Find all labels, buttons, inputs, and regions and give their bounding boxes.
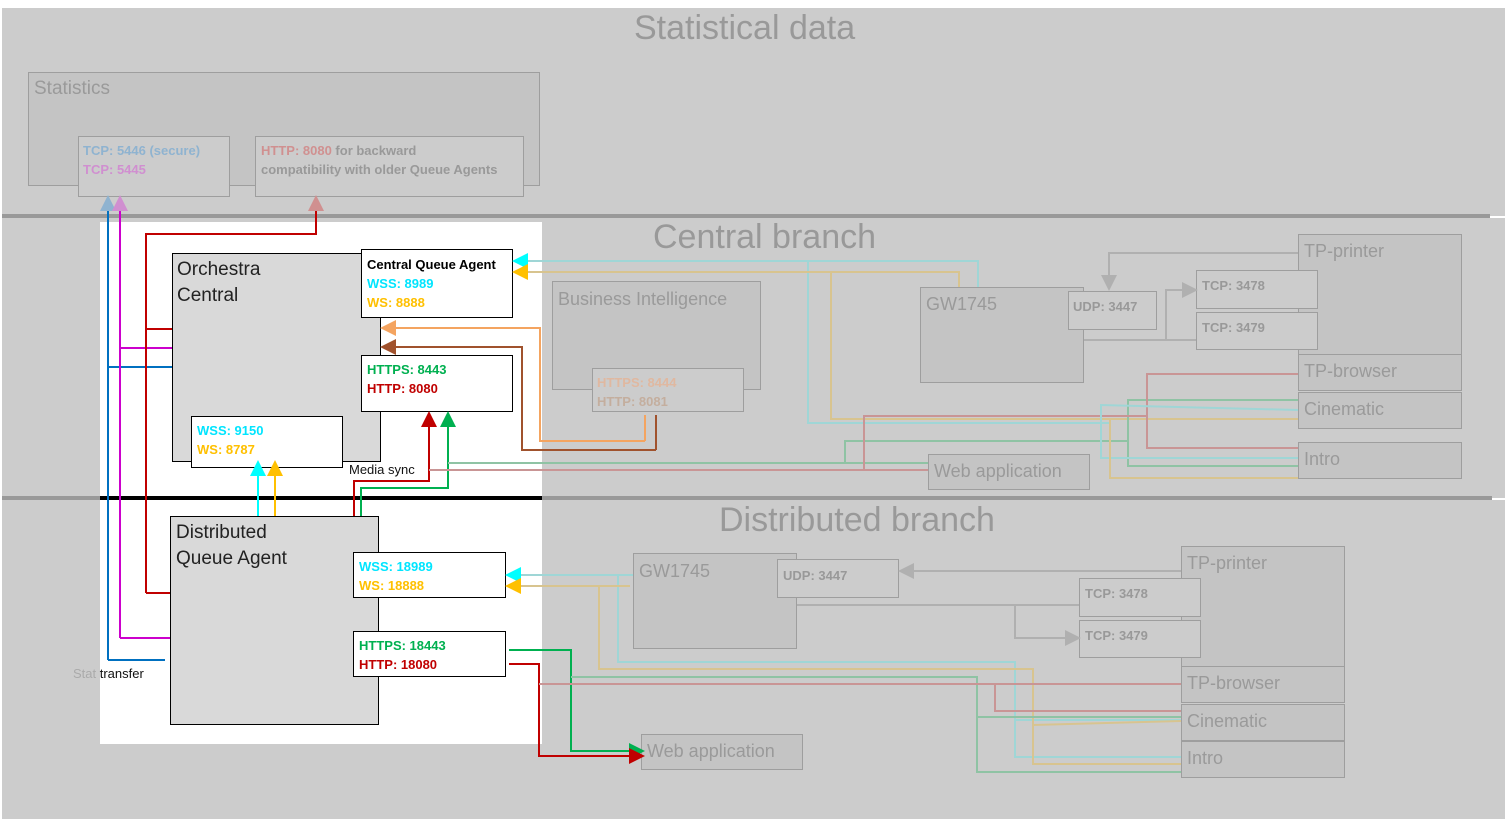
central-intro-box[interactable] (1298, 442, 1462, 479)
orchestra-ws-ports-box[interactable]: WSS: 9150 WS: 8787 (191, 416, 343, 468)
bi-http-port: HTTP: 8081 (597, 394, 668, 409)
distributed-tcp-3479-box[interactable]: TCP: 3479 (1079, 620, 1201, 658)
dqa-ws-ports-box[interactable]: WSS: 18989 WS: 18888 (353, 552, 506, 598)
stat-transfer-label: Stat transfer (73, 666, 144, 681)
dqa-ws-port: WS: 18888 (359, 578, 425, 593)
orchestra-central-title-line1: Orchestra (177, 259, 261, 280)
stat-transfer-part1: Stat (73, 666, 97, 681)
dqa-http-ports-box[interactable]: HTTPS: 18443 HTTP: 18080 (353, 631, 506, 677)
tcp-port: TCP: 5445 (83, 162, 146, 177)
statistics-label: Statistics (34, 78, 111, 99)
central-tcp-3478-box[interactable]: TCP: 3478 (1196, 270, 1318, 309)
cqa-wss-port: WSS: 8989 (367, 276, 434, 291)
central-tp-browser-label: TP-browser (1304, 361, 1398, 381)
bi-https-port: HTTPS: 8444 (597, 375, 677, 390)
distributed-tcp-3479: TCP: 3479 (1085, 628, 1148, 643)
statistics-http-line2: compatibility with older Queue Agents (261, 162, 498, 177)
orchestra-https-port: HTTPS: 8443 (367, 362, 447, 377)
distributed-tp-printer-box[interactable] (1181, 546, 1345, 667)
central-udp-port: UDP: 3447 (1073, 299, 1138, 314)
central-cinematic-label: Cinematic (1304, 399, 1385, 419)
cqa-ws-port: WS: 8888 (367, 295, 425, 310)
central-tcp-3479: TCP: 3479 (1202, 320, 1265, 335)
distributed-web-application-label: Web application (647, 741, 775, 761)
distributed-tp-browser-label: TP-browser (1187, 673, 1281, 693)
bi-ports-box[interactable]: HTTPS: 8444 HTTP: 8081 (592, 368, 744, 412)
distributed-gw1745-label: GW1745 (639, 561, 711, 581)
distributed-queue-agent-title-line2: Queue Agent (176, 548, 287, 569)
section-title-statistical: Statistical data (634, 9, 856, 47)
central-tp-printer-label: TP-printer (1304, 241, 1385, 261)
central-queue-agent-title: Central Queue Agent (367, 257, 496, 272)
central-tp-browser-box[interactable] (1298, 354, 1462, 391)
central-tp-printer-box[interactable] (1298, 234, 1462, 355)
dqa-http-port: HTTP: 18080 (359, 657, 438, 672)
stat-transfer-part2: transfer (96, 666, 144, 681)
dqa-https-port: HTTPS: 18443 (359, 638, 446, 653)
central-intro-label: Intro (1304, 449, 1341, 469)
business-intelligence-label: Business Intelligence (558, 289, 728, 309)
distributed-intro-label: Intro (1187, 748, 1224, 768)
section-title-central: Central branch (653, 218, 877, 256)
central-udp-box[interactable]: UDP: 3447 (1068, 291, 1157, 330)
central-cinematic-box[interactable] (1298, 392, 1462, 429)
separator-orchestra-black (100, 496, 542, 500)
statistics-http-box[interactable]: HTTP: 8080 for backward compatibility wi… (255, 136, 524, 197)
statistics-http-line1: HTTP: 8080 for backward (261, 141, 416, 160)
distributed-tcp-3478-box[interactable]: TCP: 3478 (1079, 578, 1201, 617)
orchestra-ws-port: WS: 8787 (197, 442, 255, 457)
section-title-distributed: Distributed branch (719, 501, 995, 539)
media-sync-label: Media sync (349, 462, 415, 477)
distributed-tcp-3478: TCP: 3478 (1085, 586, 1148, 601)
separator-central-distributed (2, 496, 1492, 500)
orchestra-http-ports-box[interactable]: HTTPS: 8443 HTTP: 8080 (361, 355, 513, 412)
orchestra-central-title-line2: Central (177, 285, 239, 306)
central-web-application-label: Web application (934, 461, 1062, 481)
orchestra-wss-port: WSS: 9150 (197, 423, 264, 438)
separator-statistical-central (2, 214, 1490, 218)
statistics-http-port: HTTP: 8080 (261, 143, 332, 158)
distributed-intro-box[interactable] (1181, 741, 1345, 778)
central-tcp-3479-box[interactable]: TCP: 3479 (1196, 312, 1318, 350)
statistics-http-note-rest: for backward (331, 143, 417, 158)
central-queue-agent-box[interactable]: Central Queue Agent WSS: 8989 WS: 8888 (361, 249, 513, 318)
distributed-queue-agent-title-line1: Distributed (176, 522, 267, 543)
distributed-cinematic-box[interactable] (1181, 704, 1345, 741)
distributed-cinematic-label: Cinematic (1187, 711, 1268, 731)
central-gw1745-label: GW1745 (926, 294, 998, 314)
central-tcp-3478: TCP: 3478 (1202, 278, 1265, 293)
dqa-wss-port: WSS: 18989 (359, 559, 433, 574)
statistics-tcp-ports-box[interactable]: TCP: 5446 (secure) TCP: 5445 (78, 136, 230, 197)
tcp-secure-port: TCP: 5446 (secure) (83, 143, 201, 158)
distributed-udp-port: UDP: 3447 (783, 568, 848, 583)
distributed-udp-box[interactable]: UDP: 3447 (777, 559, 899, 598)
distributed-tp-browser-box[interactable] (1181, 666, 1345, 703)
orchestra-http-port: HTTP: 8080 (367, 381, 438, 396)
distributed-tp-printer-label: TP-printer (1187, 553, 1268, 573)
